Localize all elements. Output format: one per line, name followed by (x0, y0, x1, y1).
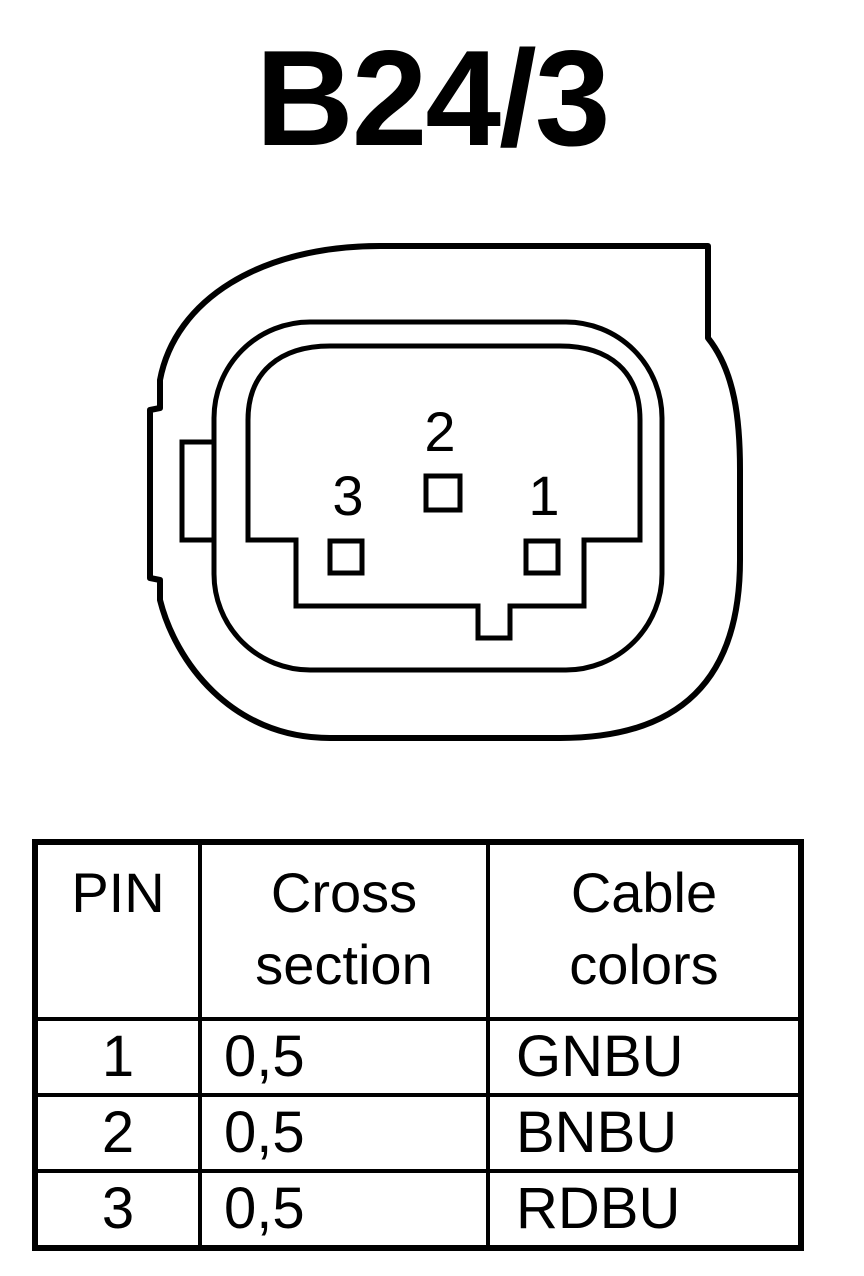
connector-side-latch (179, 439, 217, 543)
cell-cable-color: GNBU (486, 1017, 803, 1097)
cell-cable-color: BNBU (486, 1093, 803, 1173)
connector-title: B24/3 (255, 22, 611, 174)
cell-pin: 3 (33, 1169, 202, 1250)
header-cross-section: Cross section (198, 840, 490, 1021)
pin-label-1: 1 (528, 464, 559, 527)
connector-housing-outline (147, 243, 743, 741)
table-row: 1 0,5 GNBU (33, 1017, 803, 1097)
cell-cross-section: 0,5 (198, 1169, 490, 1250)
table-header-row: PIN Cross section Cable colors (33, 840, 803, 1021)
pin-label-3: 3 (332, 464, 363, 527)
cell-cross-section: 0,5 (198, 1017, 490, 1097)
cell-cable-color: RDBU (486, 1169, 803, 1250)
pin-assignment-table: PIN Cross section Cable colors 1 0,5 GNB… (32, 839, 804, 1251)
header-pin: PIN (33, 840, 202, 1021)
pin-2-contact (423, 473, 463, 513)
cell-pin: 2 (33, 1093, 202, 1173)
pin-3-contact (327, 538, 365, 576)
cell-pin: 1 (33, 1017, 202, 1097)
connector-diagram: 2 3 1 (147, 243, 743, 741)
connector-inner-shell (211, 319, 665, 673)
table-row: 3 0,5 RDBU (33, 1169, 803, 1250)
header-cable-colors: Cable colors (486, 840, 803, 1021)
pin-1-contact (523, 538, 561, 576)
connector-pin-cavity (245, 343, 643, 641)
cell-cross-section: 0,5 (198, 1093, 490, 1173)
table-row: 2 0,5 BNBU (33, 1093, 803, 1173)
pin-label-2: 2 (424, 400, 455, 463)
